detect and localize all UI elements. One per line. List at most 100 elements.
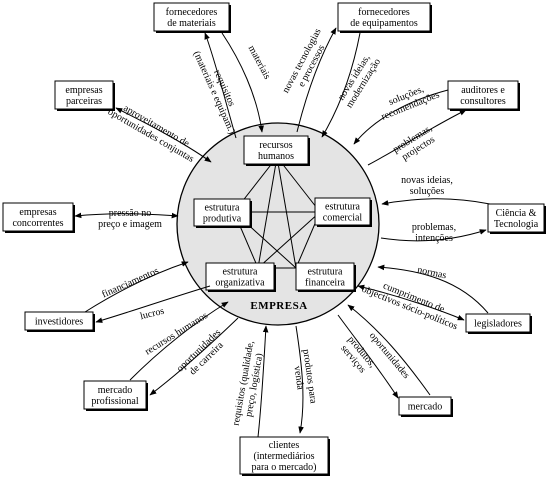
entity-label-line-1: fornecedores xyxy=(358,7,410,18)
entity-ciencia-tecnologia: Ciência &Tecnologia xyxy=(487,203,546,234)
entity-label-line-1: investidores xyxy=(35,317,83,328)
flow-arrow xyxy=(115,107,212,163)
unit-label-line-2: humanos xyxy=(258,151,294,162)
unit-box xyxy=(314,197,371,226)
entity-label-line-1: mercado xyxy=(408,402,442,413)
flow-problemas-intencoes: problemas,intenções xyxy=(380,222,487,244)
flow-label: lucros xyxy=(139,306,165,323)
entity-label-line-1: empresas xyxy=(19,207,56,218)
flow-label-line-1: normas xyxy=(416,265,447,282)
unit-box xyxy=(205,262,275,291)
flow-arrow xyxy=(337,314,399,399)
flow-requisitos-clientes: requisitos (qualidade,preço, logística) xyxy=(231,325,269,438)
entity-label-line-1: mercado xyxy=(98,385,132,396)
flow-arrow xyxy=(204,32,237,139)
flow-financiamentos: financiamentos xyxy=(84,261,189,313)
entity-box xyxy=(465,313,531,333)
unit-label-line-2: organizativa xyxy=(215,278,265,289)
unit-label-line-2: produtiva xyxy=(203,214,242,225)
flow-arrow xyxy=(257,325,269,438)
entity-label-line-2: parceiras xyxy=(66,96,102,107)
entity-box xyxy=(153,2,230,32)
unit-label-line-1: estrutura xyxy=(308,267,344,278)
flow-label: materiais xyxy=(246,44,273,82)
flow-arrow xyxy=(381,198,491,206)
entity-label-line-2: consultores xyxy=(460,96,506,107)
flow-label-line-1: lucros xyxy=(139,306,165,323)
entity-label-line-1: legisladores xyxy=(474,319,522,330)
flow-arrow xyxy=(377,264,489,314)
entity-label-line-3: para o mercado) xyxy=(252,462,317,473)
entity-legisladores: legisladores xyxy=(465,313,532,334)
flow-arrow xyxy=(321,32,361,138)
flow-label: problemas,intenções xyxy=(412,222,456,244)
entity-label-line-1: clientes xyxy=(269,440,300,451)
entity-label-line-1: fornecedores xyxy=(166,7,218,18)
entity-label-line-1: empresas xyxy=(65,85,102,96)
entity-box xyxy=(447,80,519,110)
flow-arrow xyxy=(295,325,304,434)
unit-label-line-2: comercial xyxy=(323,213,363,224)
flow-label: problemas,projectos xyxy=(391,123,437,163)
entity-label-line-2: de equipamentos xyxy=(350,18,418,29)
flow-arrow xyxy=(129,301,229,381)
flow-label-line-1: materiais xyxy=(246,44,273,82)
flow-arrow xyxy=(95,285,211,323)
flow-novas-ideias-modernizacao: novas ideias,modernização xyxy=(321,32,383,138)
entity-box xyxy=(337,2,431,32)
unit-box xyxy=(295,262,355,291)
flow-label-line-2: preço e imagem xyxy=(98,219,162,230)
flow-arrow xyxy=(84,261,189,313)
flow-arrow xyxy=(221,32,264,133)
flow-label: requisitos (qualidade,preço, logística) xyxy=(231,340,266,427)
flow-label: oportunidades xyxy=(367,330,412,381)
entity-label-line-2: profissional xyxy=(91,396,138,407)
flow-label: novas ideias,modernização xyxy=(336,53,383,110)
entity-label-line-2: (intermediários xyxy=(253,451,314,462)
entity-label-line-2: concorrentes xyxy=(12,218,63,229)
flow-label: financiamentos xyxy=(100,265,160,300)
flow-label: novas ideias,soluções xyxy=(401,175,453,197)
entity-box xyxy=(83,380,147,410)
flow-label-line-1: oportunidades xyxy=(367,330,412,381)
entity-box xyxy=(239,436,329,475)
unit-label-line-1: estrutura xyxy=(205,203,241,214)
flow-label: soluções,recomendações xyxy=(380,84,441,123)
entity-box xyxy=(487,203,545,233)
entity-box xyxy=(54,80,114,110)
entity-label-line-2: Tecnologia xyxy=(494,219,539,230)
flow-arrow xyxy=(367,109,467,166)
flow-arrow xyxy=(353,89,449,145)
flow-arrow xyxy=(380,229,487,242)
entity-mercado: mercado xyxy=(398,396,453,417)
flow-label-line-1: novas ideias, xyxy=(401,175,453,186)
flow-novas-ideias-solucoes: novas ideias,soluções xyxy=(381,175,491,206)
flow-arrow xyxy=(296,27,337,133)
flow-label-line-1: pressão no xyxy=(109,208,152,219)
flow-label-line-2: venda xyxy=(291,365,305,391)
flow-label: normas xyxy=(416,265,447,282)
flow-label: requisitos(materiais e equipam.) xyxy=(191,49,238,135)
entity-label-line-2: de materiais xyxy=(167,18,216,29)
entity-investidores: investidores xyxy=(24,311,95,332)
flow-label-line-2: soluções xyxy=(410,186,445,197)
entity-box xyxy=(24,311,94,331)
unit-label-line-2: financeira xyxy=(305,278,346,289)
